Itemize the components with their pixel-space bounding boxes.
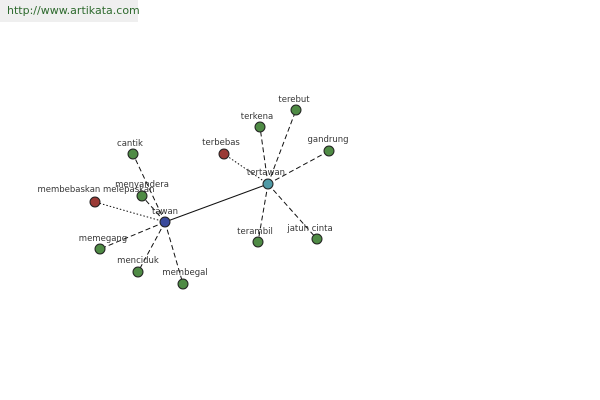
edge-tawan-cantik [132,153,166,223]
node-label-terebut: terebut [278,95,310,105]
node-tawan[interactable] [159,216,171,228]
node-label-tertawan: tertawan [247,168,285,178]
node-terebut[interactable] [290,104,302,116]
edge-tertawan-terebut [267,109,297,185]
node-menciduk[interactable] [132,266,144,278]
node-terkena[interactable] [254,121,266,133]
edge-tertawan-terkena [259,126,269,185]
node-terbebas[interactable] [218,148,230,160]
edge-tertawan-jatuh_cinta [267,183,318,240]
node-menyandera[interactable] [136,190,148,202]
node-label-gandrung: gandrung [307,135,348,145]
node-label-menyandera: menyandera [115,180,169,190]
node-label-memegang: memegang [79,234,127,244]
node-label-menciduk: menciduk [117,256,159,266]
node-terambil[interactable] [252,236,264,248]
node-label-membegal: membegal [162,268,207,278]
node-label-terbebas: terbebas [202,138,240,148]
node-cantik[interactable] [127,148,139,160]
source-url[interactable]: http://www.artikata.com [0,0,140,22]
node-label-jatuh_cinta: jatuh cinta [286,224,332,234]
node-gandrung[interactable] [323,145,335,157]
node-label-cantik: cantik [117,139,143,149]
edge-tertawan-gandrung [267,150,330,185]
edge-tawan-membegal [164,221,184,285]
edges-layer [94,109,330,285]
edge-tawan-menyandera [141,195,166,223]
node-membegal[interactable] [177,278,189,290]
node-label-tawan: tawan [152,207,178,217]
node-label-terkena: terkena [241,112,274,122]
edge-tawan-menciduk [137,221,166,273]
node-memegang[interactable] [94,243,106,255]
node-tertawan[interactable] [262,178,274,190]
node-label-terambil: terambil [237,227,273,237]
node-membebaskan[interactable] [89,196,101,208]
labels-layer: tawan tertawan cantik menyanderamembebaskan… [37,95,348,278]
edge-tawan-membebaskan [94,201,166,223]
node-jatuh_cinta[interactable] [311,233,323,245]
edge-tertawan-terambil [257,183,269,243]
node-label-membebaskan: membebaskan melepaskan [37,185,154,195]
nodes-layer [89,104,335,290]
edge-tawan-tertawan [164,183,269,223]
edge-tawan-memegang [99,221,166,250]
